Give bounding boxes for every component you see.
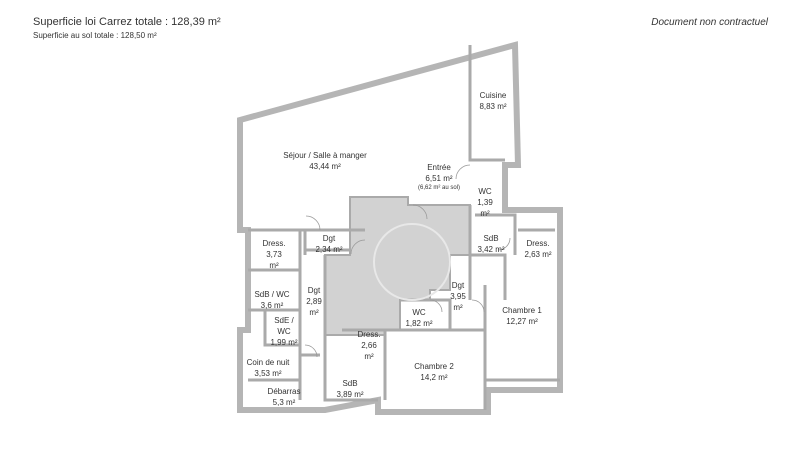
disclaimer: Document non contractuel: [651, 17, 768, 28]
carrez-total: Superficie loi Carrez totale : 128,39 m²: [33, 16, 221, 28]
floor-total: Superficie au sol totale : 128,50 m²: [33, 31, 157, 40]
door-swings: [304, 164, 511, 358]
room-dress-2: Dress.2,63 m²: [524, 239, 552, 259]
watermark-logo: [373, 223, 451, 301]
interior-walls: [248, 45, 560, 410]
